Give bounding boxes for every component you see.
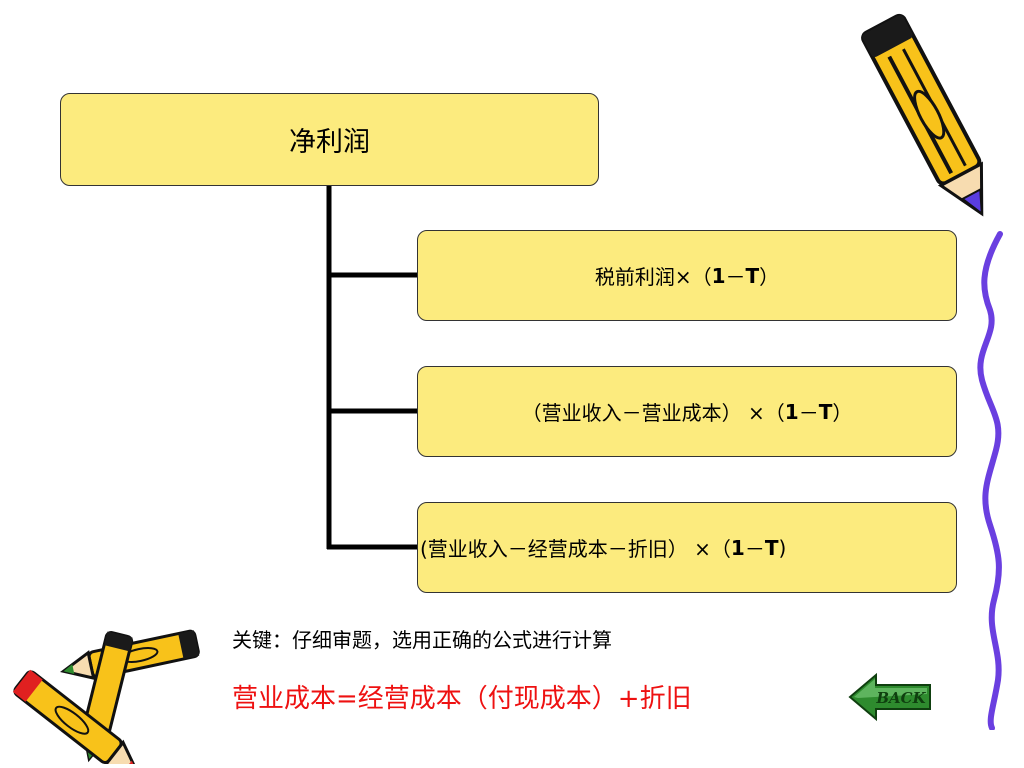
node-3-one: 1 xyxy=(730,535,745,560)
node-3-t: T xyxy=(764,535,779,560)
node-1-suffix: ） xyxy=(759,265,780,289)
wavy-curve-decoration xyxy=(977,231,1003,730)
node-1-dash: － xyxy=(725,265,746,289)
key-note-text: 关键：仔细审题，选用正确的公式进行计算 xyxy=(232,628,612,652)
pencil-icon-top-right xyxy=(861,13,984,217)
node-3-prefix: (营业收入－经营成本－折旧） ×（ xyxy=(420,537,731,561)
node-2-suffix: ） xyxy=(832,401,853,425)
back-button-label: BACK xyxy=(875,689,926,707)
node-1-one: 1 xyxy=(711,263,726,288)
node-1-prefix: 税前利润×（ xyxy=(594,265,712,289)
operating-cost-formula: 营业成本=经营成本（付现成本）+折旧 xyxy=(232,684,692,714)
node-1-t: T xyxy=(745,263,760,288)
node-2-dash: － xyxy=(798,401,819,425)
node-2-one: 1 xyxy=(784,399,799,424)
formula-node-3: (营业收入－经营成本－折旧） ×（1－T) xyxy=(417,502,957,593)
node-2-prefix: （营业收入－营业成本） ×（ xyxy=(521,401,785,425)
root-node-label: 净利润 xyxy=(289,127,370,158)
formula-node-2: （营业收入－营业成本） ×（1－T） xyxy=(417,366,957,457)
pencils-icon-bottom-left xyxy=(12,629,200,764)
node-3-suffix: ) xyxy=(778,535,787,560)
node-2-t: T xyxy=(818,399,833,424)
node-3-dash: － xyxy=(744,537,765,561)
back-button[interactable]: BACK xyxy=(848,672,932,726)
formula-node-1: 税前利润×（1－T） xyxy=(417,230,957,321)
root-node-net-profit: 净利润 xyxy=(60,93,599,186)
back-arrow-icon: BACK xyxy=(848,672,931,722)
